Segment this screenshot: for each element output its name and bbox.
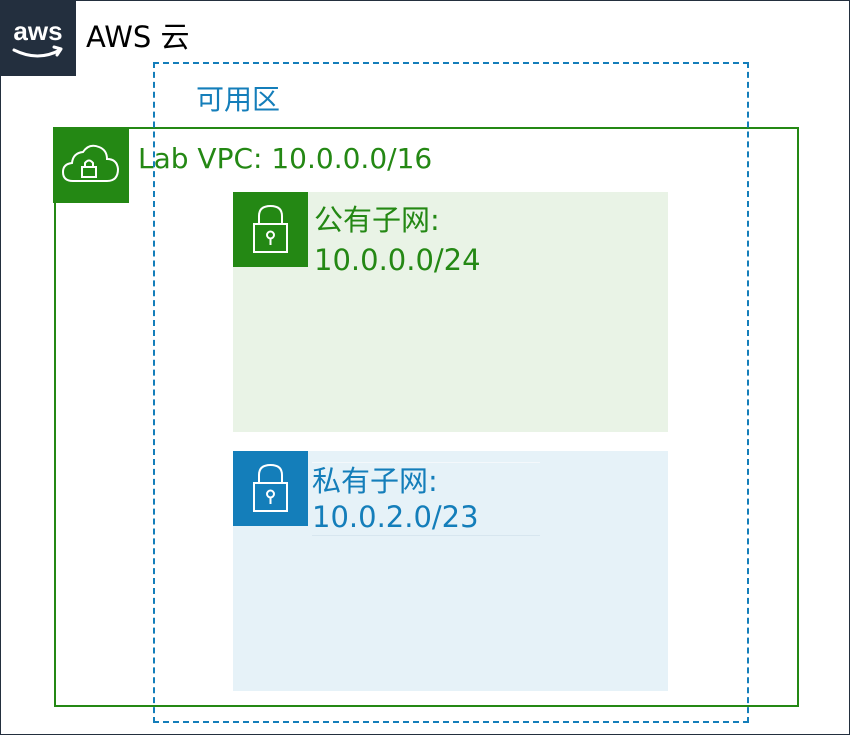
public-subnet-label: 公有子网: 10.0.0.0/24 xyxy=(314,200,481,280)
aws-logo-text: aws xyxy=(13,16,62,46)
cloud-lock-icon xyxy=(53,127,129,203)
padlock-icon xyxy=(233,192,308,267)
availability-zone-title: 可用区 xyxy=(196,83,281,116)
aws-logo-icon: aws xyxy=(0,0,76,76)
vpc-title: Lab VPC: 10.0.0.0/16 xyxy=(138,142,433,175)
private-subnet-cidr: 10.0.2.0/23 xyxy=(312,500,479,534)
private-subnet-name: 私有子网: xyxy=(312,464,438,498)
padlock-icon xyxy=(233,451,308,526)
private-subnet-label: 私有子网: 10.0.2.0/23 xyxy=(312,462,540,536)
vpc-group xyxy=(54,127,799,707)
availability-zone-group xyxy=(153,62,749,723)
public-subnet-name: 公有子网: xyxy=(314,203,440,237)
aws-cloud-title: AWS 云 xyxy=(86,20,190,54)
public-subnet-cidr: 10.0.0.0/24 xyxy=(314,243,481,277)
